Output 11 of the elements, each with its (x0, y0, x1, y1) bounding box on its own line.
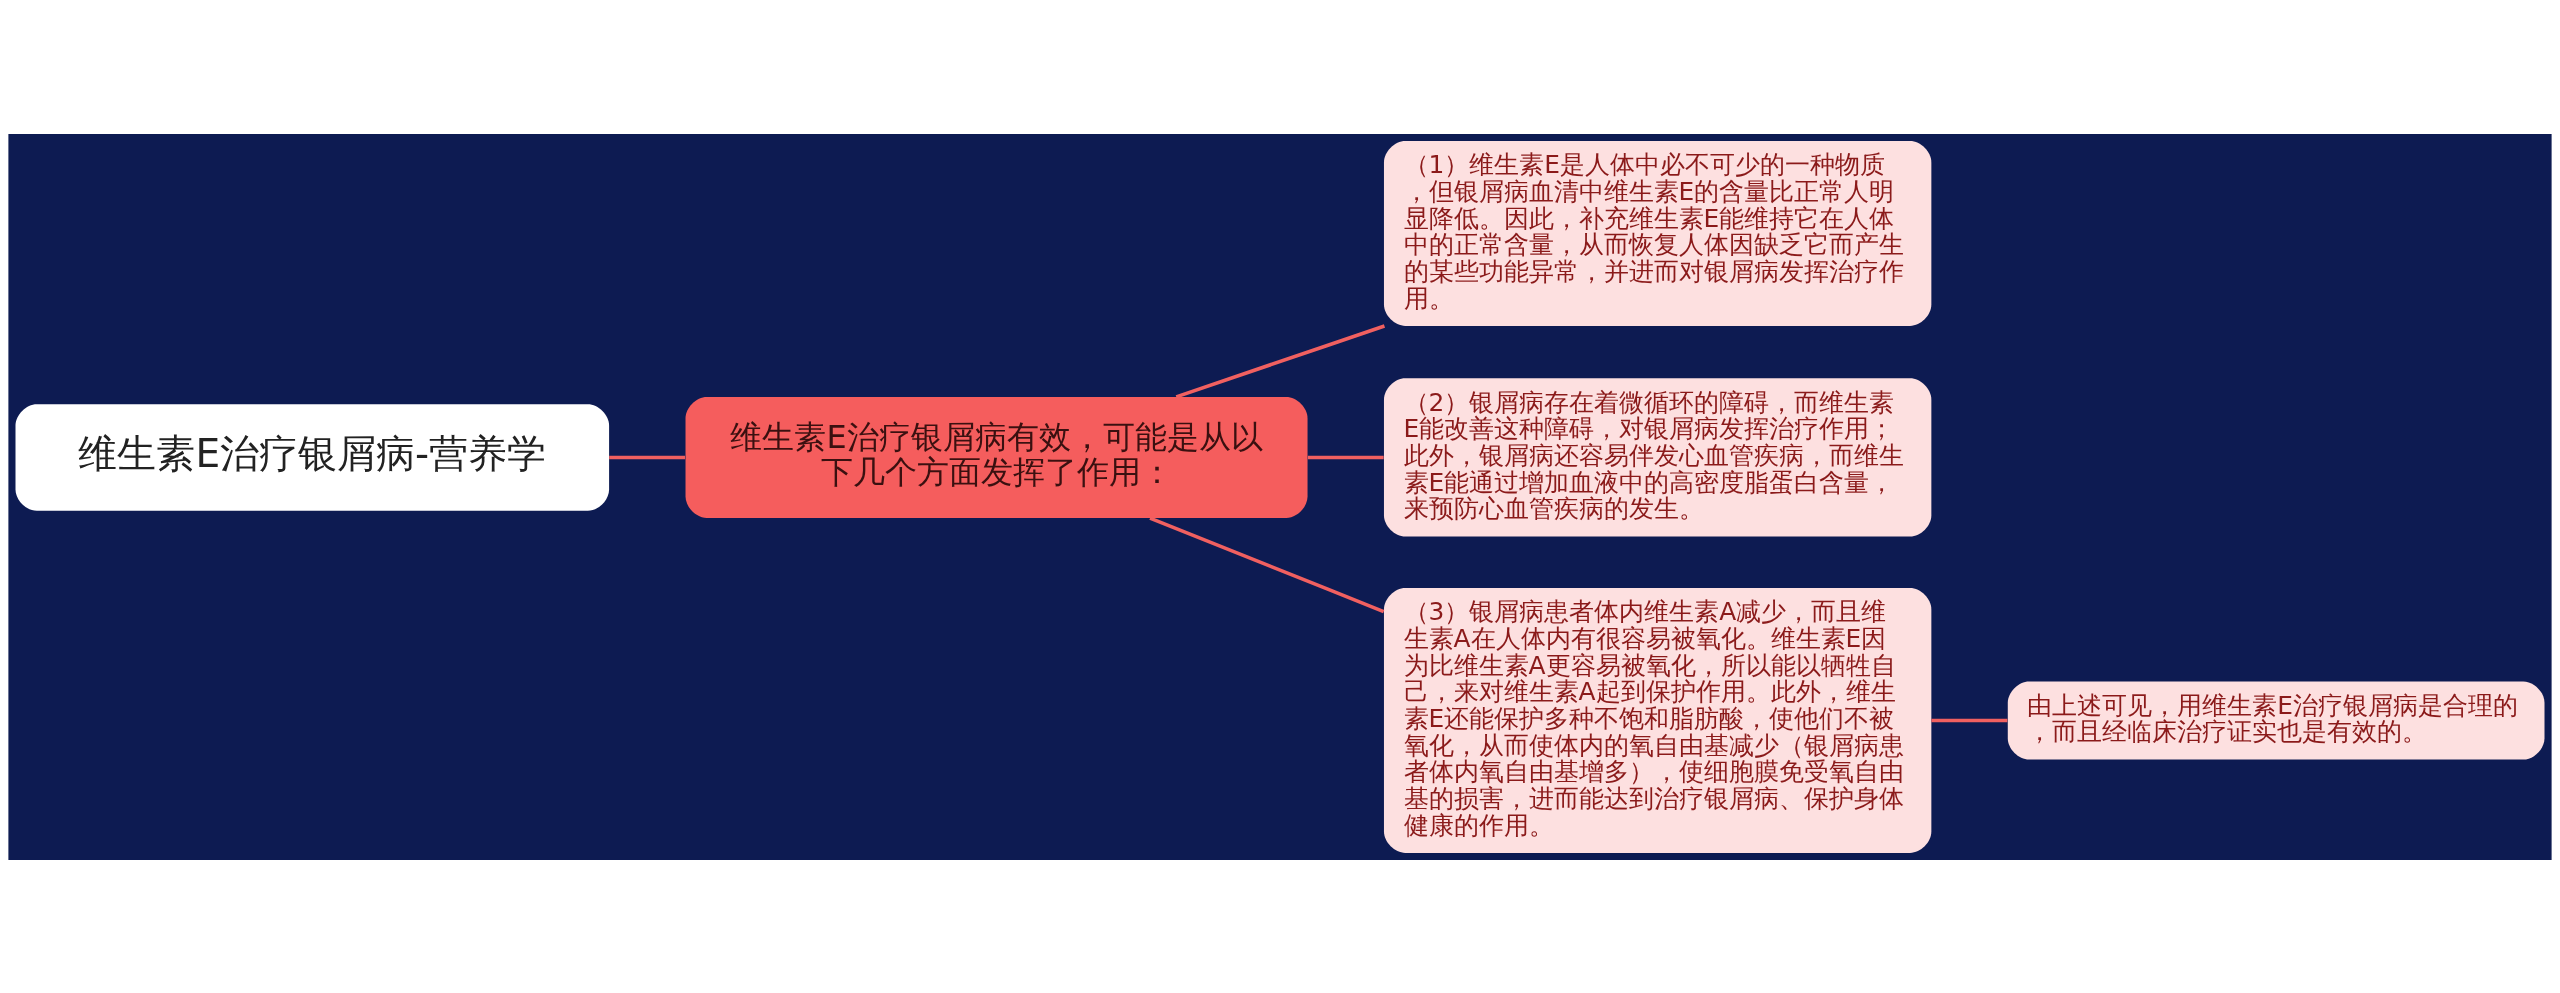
connector (1307, 455, 1384, 459)
node-box: （3）银屑病患者体内维生素A减少，而且维生素A在人体内有很容易被氧化。维生素E因为比维生素A更容易被氧化，所以能以牺牲自己，来对维生素A起到保护作用。此外，维生素E还能保护多种不饱和脂肪酸，使他们不被氧化，从而使体内的氧自由基减少（银屑病患者体内氧自由基增多），使细胞膜免受氧自由基的损害，进而能达到治疗银屑病、保护身体健康的作用。 (1383, 587, 1932, 853)
connector (1149, 516, 1385, 613)
node-box: 由上述可见，用维生素E治疗银屑病是合理的，而且经临床治疗证实也是有效的。 (2007, 680, 2545, 760)
connector (609, 455, 685, 459)
connector (1175, 323, 1386, 399)
node-box: （2）银屑病存在着微循环的障碍，而维生素E能改善这种障碍，对银屑病发挥治疗作用；此外，银屑病还容易伴发心血管疾病，而维生素E能通过增加血液中的高密度脂蛋白含量，来预防心血管疾病的发生。 (1383, 377, 1932, 537)
node-box: 维生素E治疗银屑病有效，可能是从以下几个方面发挥了作用： (685, 396, 1308, 518)
node-box: （1）维生素E是人体中必不可少的一种物质，但银屑病血清中维生素E的含量比正常人明显降低。因此，补充维生素E能维持它在人体中的正常含量，从而恢复人体因缺乏它而产生的某些功能异常，并进而对银屑病发挥治疗作用。 (1383, 140, 1932, 326)
connector (1931, 718, 2008, 722)
node-box: 维生素E治疗银屑病-营养学 (15, 403, 610, 511)
